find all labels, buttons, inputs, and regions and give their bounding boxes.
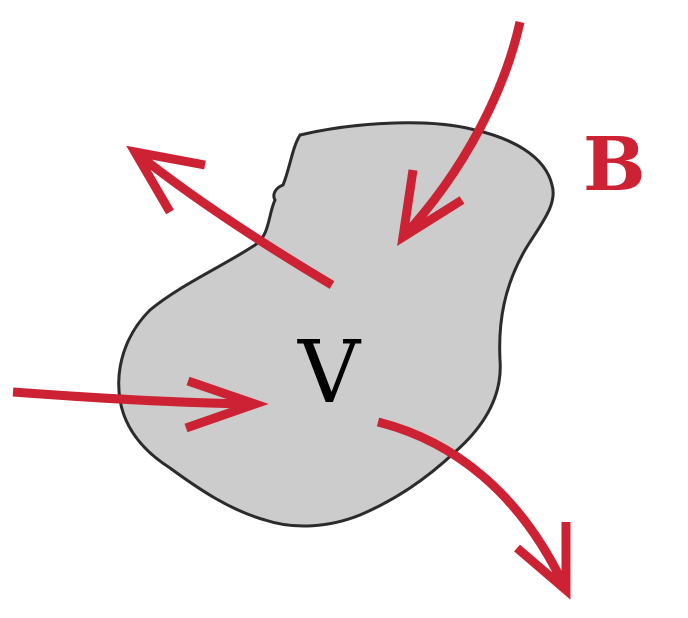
- arrow-in-left-shaft: [12, 387, 256, 409]
- arrow-in-left-head: [184, 376, 269, 433]
- arrow-out-lower-right-shaft: [376, 417, 571, 592]
- volume-label: V: [297, 323, 362, 423]
- arrow-out-upper-left-head: [126, 145, 206, 215]
- arrow-out-lower-right: [376, 417, 571, 600]
- arrow-in-top-shaft: [399, 21, 525, 241]
- arrow-in-top: [397, 21, 525, 247]
- field-label: B: [583, 122, 646, 208]
- arrow-in-left: [12, 376, 269, 433]
- arrow-out-upper-left: [126, 145, 335, 289]
- arrow-in-top-head: [397, 169, 465, 247]
- arrow-out-upper-left-shaft: [132, 148, 335, 289]
- arrow-out-lower-right-head: [514, 522, 571, 600]
- volume-region: [117, 121, 555, 528]
